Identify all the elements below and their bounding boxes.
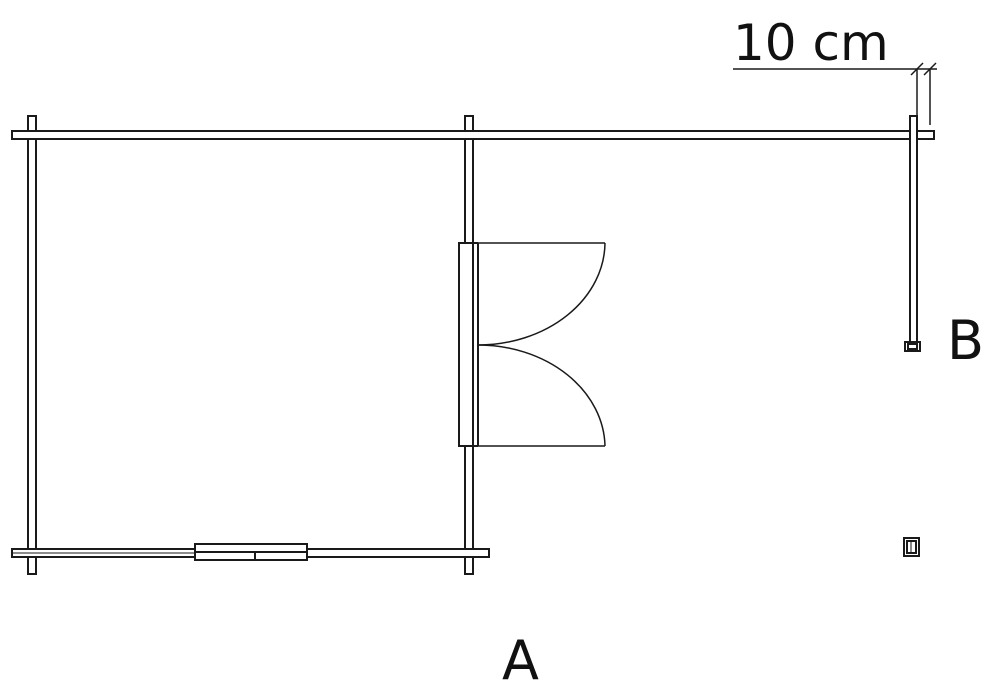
door-leaf-upper [477,242,606,346]
small-post-foundation [903,537,920,557]
dimension-label: 10 cm [733,14,889,72]
door-leaf-lower [477,344,606,447]
right-post [904,115,921,352]
left-wall [27,115,37,575]
dimension-marker [733,62,937,125]
top-wall-overlay [11,130,935,140]
bottom-window [194,543,308,561]
double-door-frame [458,242,479,447]
point-a-label: A [502,629,539,691]
point-b-label: B [947,309,984,372]
